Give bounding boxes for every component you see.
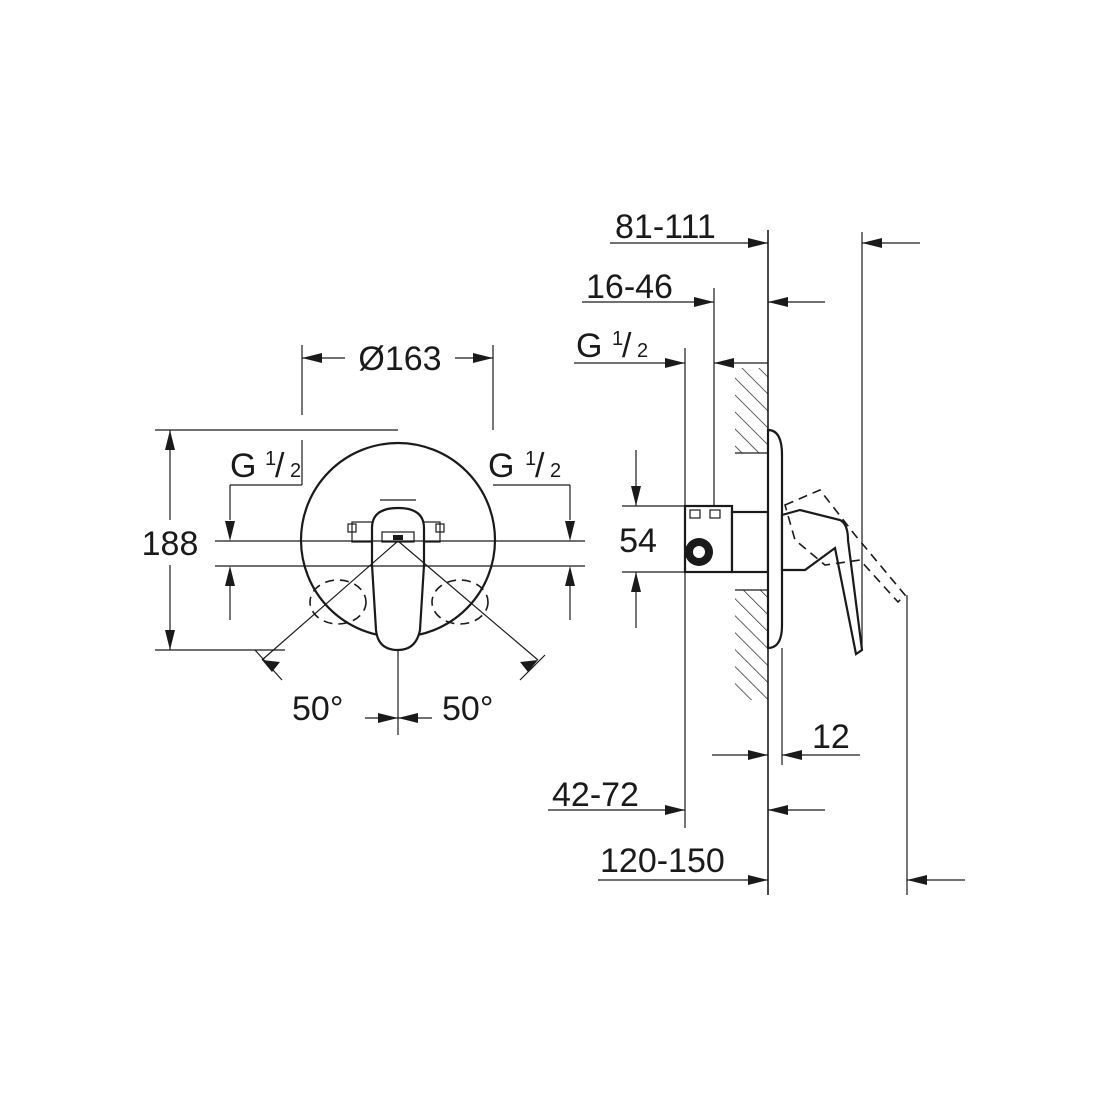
wall-hatch-bottom [735, 590, 768, 700]
thread-right-arrow-up [565, 566, 575, 586]
dim12-arrow-left [748, 750, 768, 760]
angle-left-arrow [262, 660, 280, 672]
dim-12: 12 [812, 718, 850, 756]
dim81-arrow [748, 238, 768, 248]
side-thread-num: 1 [612, 328, 623, 350]
valve-bracket-ear-right [435, 523, 445, 533]
thread-right-num: 1 [525, 448, 536, 470]
angle-left-ray [261, 540, 399, 661]
dia-arrow-right [473, 353, 493, 363]
thread-right-den: 2 [550, 460, 561, 482]
angle-right-ray [397, 540, 539, 661]
dim-81-111: 81-111 [615, 208, 716, 246]
dim-42-72: 42-72 [552, 776, 639, 814]
dim42-right-arrow [768, 805, 788, 815]
side-thread-den: 2 [637, 340, 648, 362]
wall-hatch-top [735, 368, 768, 453]
angle-right-ref [519, 654, 546, 681]
thread-right-g: G [488, 447, 514, 485]
angle-left-label: 50° [292, 690, 343, 728]
diameter-label: Ø163 [358, 340, 441, 378]
dim81-right-arrow [862, 238, 882, 248]
side-thread-right-arrow [714, 358, 734, 368]
thread-left-arrow-down [225, 521, 235, 541]
side-thread-arrow [665, 358, 685, 368]
valve-cartridge [730, 510, 770, 574]
dim16-right-arrow [768, 297, 788, 307]
dim-54: 54 [619, 522, 657, 560]
dim16-arrow [694, 297, 714, 307]
thread-left-num: 1 [265, 448, 276, 470]
thread-left-g: G [230, 447, 256, 485]
right-swing-dashed [431, 579, 489, 625]
angle-bottom-arrow-left [378, 713, 398, 723]
dia-arrow-left [302, 353, 322, 363]
lever-side [780, 508, 864, 656]
dim12-arrow-right [782, 750, 802, 760]
dim54-arrow-bottom [631, 572, 641, 592]
thread-left-arrow-up [225, 566, 235, 586]
handle-logo-mark [393, 535, 403, 540]
thread-right-arrow-down [565, 521, 575, 541]
height-label: 188 [142, 525, 199, 563]
left-swing-dashed [309, 579, 367, 625]
dim-16-46: 16-46 [586, 268, 673, 306]
h188-arrow-top [165, 430, 175, 450]
dim54-arrow-top [631, 486, 641, 506]
side-thread-g: G [576, 327, 602, 365]
dim120-arrow [748, 875, 768, 885]
side-view: 81-111 16-46 G 1 / 2 54 12 [548, 208, 965, 895]
h188-arrow-bottom [165, 630, 175, 650]
valve-bracket-ear-left [347, 523, 357, 533]
front-view: Ø163 188 G 1 / 2 G 1 / 2 [142, 340, 585, 735]
valve-top-lug2 [709, 509, 721, 519]
dim-120-150: 120-150 [600, 842, 725, 880]
angle-right-label: 50° [442, 690, 493, 728]
angle-right-arrow [520, 660, 538, 672]
side-thread-slash: / [622, 327, 632, 365]
thread-right-slash: / [535, 447, 545, 485]
thread-left-slash: / [275, 447, 285, 485]
handle-lever [370, 506, 426, 652]
rosette-profile [766, 428, 784, 650]
handle-logo-plate [381, 531, 415, 543]
valve-inlet-inner [693, 546, 705, 558]
thread-left-den: 2 [290, 460, 301, 482]
angle-bottom-arrow-right [398, 713, 418, 723]
valve-top-lug [689, 509, 701, 519]
lever-swing-dashed [784, 489, 907, 604]
dim42-arrow [665, 805, 685, 815]
dim120-right-arrow [907, 875, 927, 885]
